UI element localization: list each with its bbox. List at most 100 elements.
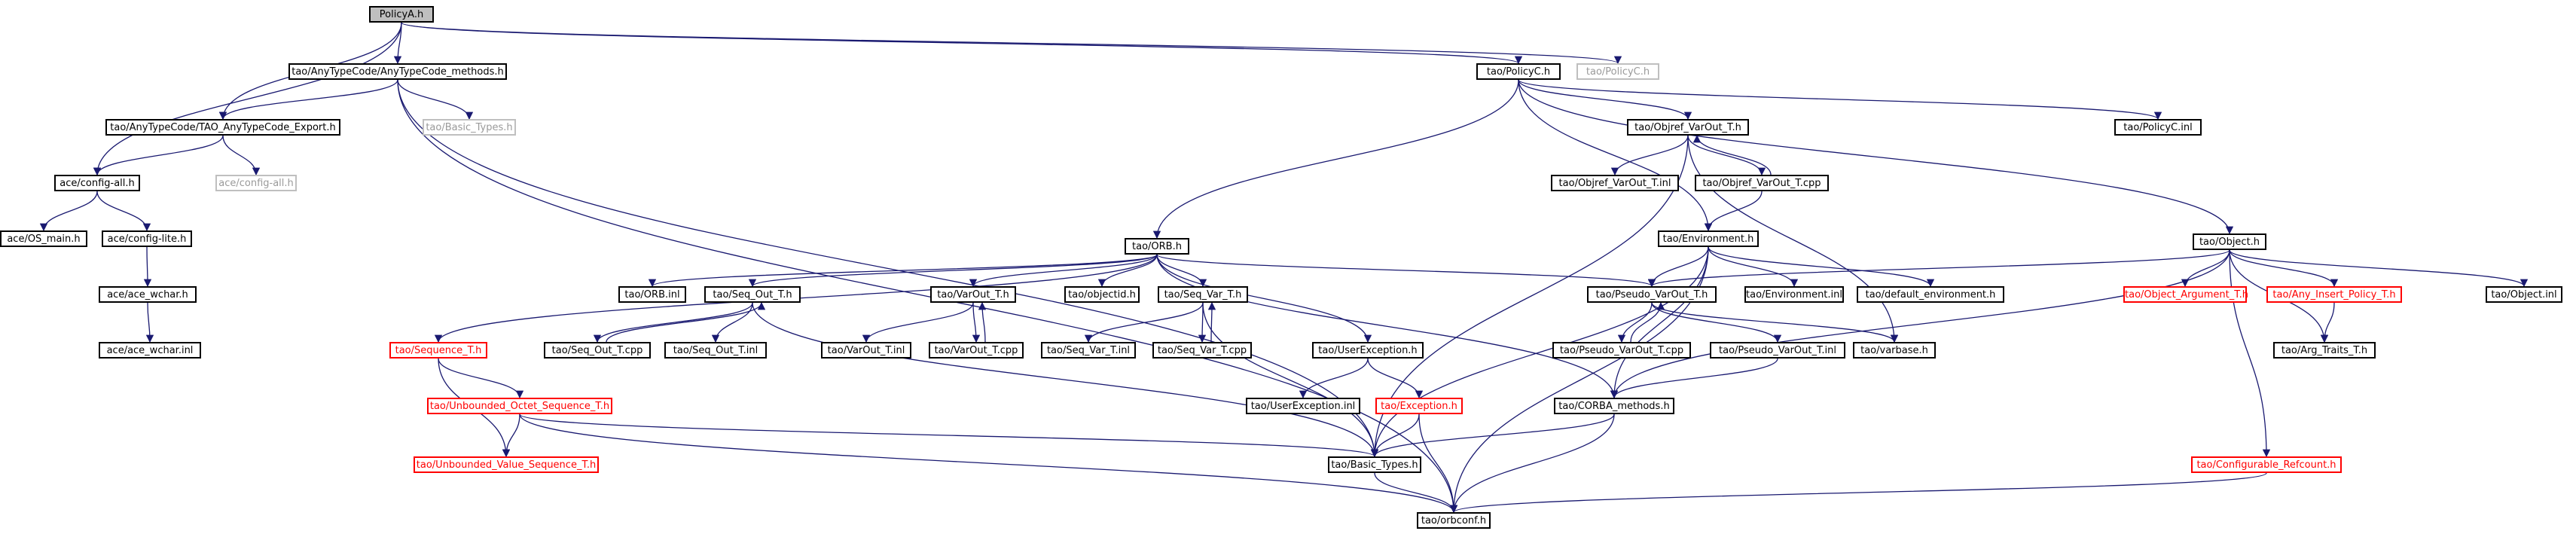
edge-objref_varout_cpp-to-environment — [1704, 191, 1763, 232]
node-objref-varout-t-cpp[interactable]: tao/Objref_VarOut_T.cpp — [1695, 175, 1829, 191]
node-seq-var-t-cpp[interactable]: tao/Seq_Var_T.cpp — [1152, 342, 1252, 359]
node-basic-types-h[interactable]: tao/Basic_Types.h — [1328, 456, 1421, 473]
edge-varout-to-varout_inl — [862, 302, 974, 343]
node-object-inl[interactable]: tao/Object.inl — [2486, 286, 2562, 303]
edge-objref_varout-to-basic_types — [1370, 135, 1689, 458]
node-environment-inl[interactable]: tao/Environment.inl — [1744, 286, 1844, 303]
edge-orb-to-pseudo_varout — [1156, 254, 1656, 288]
edge-seq_out-to-basic_types — [752, 302, 1379, 458]
edge-objref_varout-to-objref_varout_inl — [1610, 135, 1689, 176]
edge-pseudo_varout-to-pseudo_varout_cpp — [1617, 302, 1653, 343]
node-object-h[interactable]: tao/Object.h — [2193, 233, 2266, 250]
node-sequence-t-h[interactable]: tao/Sequence_T.h — [389, 342, 487, 359]
edge-orb-to-corba_methods — [1156, 254, 1619, 399]
edge-anytypecode_methods-to-basic_types_grey — [397, 79, 474, 121]
edge-seq_var_cpp-to-seq_var — [1207, 301, 1216, 343]
edge-objref_varout_cpp-to-objref_varout — [1692, 134, 1772, 175]
edge-tao_export-to-config_all — [93, 135, 224, 176]
edge-seq_out-to-seq_out_cpp — [593, 302, 753, 343]
edge-pseudo_varout-to-varbase — [1651, 302, 1899, 343]
edge-orb-to-seq_var — [1156, 254, 1207, 288]
node-varout-t-h[interactable]: tao/VarOut_T.h — [930, 286, 1016, 303]
edge-configurable_refcount-to-orbconf — [1450, 472, 2267, 514]
edge-object-to-corba_methods — [1610, 249, 2230, 399]
edge-anytypecode_methods-to-tao_export — [218, 79, 398, 121]
node-any-insert-policy-t-h[interactable]: tao/Any_Insert_Policy_T.h — [2266, 286, 2402, 303]
node-objref-varout-t-h[interactable]: tao/Objref_VarOut_T.h — [1627, 119, 1749, 136]
edge-orb-to-objectid — [1097, 254, 1158, 288]
node-seq-var-t-h[interactable]: tao/Seq_Var_T.h — [1158, 286, 1248, 303]
node-seq-out-t-cpp[interactable]: tao/Seq_Out_T.cpp — [544, 342, 651, 359]
node-seq-out-t-inl[interactable]: tao/Seq_Out_T.inl — [664, 342, 767, 359]
node-orb-h[interactable]: tao/ORB.h — [1125, 238, 1189, 255]
node-userexception-inl[interactable]: tao/UserException.inl — [1246, 398, 1360, 414]
edge-seq_var-to-seq_var_inl — [1084, 302, 1204, 343]
edge-environment-to-corba_methods — [1610, 246, 1709, 399]
edge-anytypecode_methods-to-basic_types — [397, 79, 1379, 458]
edge-config_all-to-config_lite — [96, 191, 151, 232]
node-policyc-inl[interactable]: tao/PolicyC.inl — [2114, 119, 2202, 136]
node-ace-wchar-inl[interactable]: ace/ace_wchar.inl — [99, 342, 201, 359]
edge-orb-to-varout — [969, 254, 1158, 288]
node-config-lite-h[interactable]: ace/config-lite.h — [102, 230, 192, 247]
edge-varout_cpp-to-varout — [978, 301, 987, 343]
edge-object-to-pseudo_varout — [1648, 249, 2230, 288]
node-config-all-h[interactable]: ace/config-all.h — [54, 175, 140, 191]
node-ace-wchar-h[interactable]: ace/ace_wchar.h — [99, 286, 197, 303]
node-varout-t-cpp[interactable]: tao/VarOut_T.cpp — [929, 342, 1024, 359]
edge-seq_var-to-basic_types — [1202, 302, 1379, 458]
node-tao-anytypecode-export-h[interactable]: tao/AnyTypeCode/TAO_AnyTypeCode_Export.h — [105, 119, 340, 136]
node-default-environment-h[interactable]: tao/default_environment.h — [1857, 286, 2004, 303]
edge-orb-to-userexception — [1156, 254, 1372, 343]
edge-policyc-to-policyc_inl — [1518, 79, 2162, 121]
edge-policyc-to-environment — [1518, 79, 1713, 232]
edge-pseudo_varout_inl-to-corba_methods — [1610, 358, 1778, 399]
edge-corba_methods-to-basic_types — [1370, 413, 1615, 458]
node-objref-varout-t-inl[interactable]: tao/Objref_VarOut_T.inl — [1551, 175, 1679, 191]
edge-environment-to-environment_inl — [1708, 246, 1799, 288]
edge-seq_out_cpp-to-seq_out — [606, 301, 766, 343]
node-seq-out-t-h[interactable]: tao/Seq_Out_T.h — [704, 286, 801, 303]
node-unbounded-octet-sequence-t-h[interactable]: tao/Unbounded_Octet_Sequence_T.h — [427, 398, 612, 414]
node-exception-h[interactable]: tao/Exception.h — [1375, 398, 1463, 414]
edge-orb-to-seq_out — [749, 254, 1158, 288]
edge-any_insert-to-arg_traits — [2320, 302, 2335, 343]
edge-policyc-to-objref_varout — [1518, 79, 1692, 121]
edge-environment-to-default_environment — [1708, 246, 1935, 288]
node-userexception-h[interactable]: tao/UserException.h — [1312, 342, 1424, 359]
node-seq-var-t-inl[interactable]: tao/Seq_Var_T.inl — [1041, 342, 1136, 359]
node-configurable-refcount-h[interactable]: tao/Configurable_Refcount.h — [2191, 456, 2342, 473]
node-orb-inl[interactable]: tao/ORB.inl — [618, 286, 686, 303]
node-varout-t-inl[interactable]: tao/VarOut_T.inl — [821, 342, 911, 359]
edge-object-to-any_insert — [2229, 249, 2339, 288]
node-os-main-h[interactable]: ace/OS_main.h — [0, 230, 87, 247]
edge-userexception-to-exception — [1367, 358, 1424, 399]
edge-exception-to-basic_types — [1370, 413, 1420, 458]
node-varbase-h[interactable]: tao/varbase.h — [1853, 342, 1936, 359]
edge-varout-to-varout_cpp — [972, 302, 981, 343]
node-environment-h[interactable]: tao/Environment.h — [1658, 230, 1759, 247]
node-object-argument-t-h[interactable]: tao/Object_Argument_T.h — [2123, 286, 2248, 303]
edge-unbounded_octet-to-orbconf — [519, 413, 1458, 514]
edge-policyc-to-object — [1518, 79, 2234, 235]
edge-unbounded_octet-to-unbounded_value — [502, 413, 520, 458]
node-policya-h: PolicyA.h — [369, 6, 434, 23]
node-arg-traits-t-h[interactable]: tao/Arg_Traits_T.h — [2273, 342, 2376, 359]
node-corba-methods-h[interactable]: tao/CORBA_methods.h — [1554, 398, 1674, 414]
node-policyc-h-unresolved: tao/PolicyC.h — [1576, 63, 1659, 80]
edge-corba_methods-to-orbconf — [1449, 413, 1615, 514]
node-orbconf-h[interactable]: tao/orbconf.h — [1417, 512, 1491, 529]
node-pseudo-varout-t-cpp[interactable]: tao/Pseudo_VarOut_T.cpp — [1552, 342, 1691, 359]
edge-policya-to-policyc_h_plain — [401, 22, 1622, 65]
node-pseudo-varout-t-inl[interactable]: tao/Pseudo_VarOut_T.inl — [1710, 342, 1845, 359]
node-anytypecode-methods-h[interactable]: tao/AnyTypeCode/AnyTypeCode_methods.h — [288, 63, 507, 80]
node-unbounded-value-sequence-t-h[interactable]: tao/Unbounded_Value_Sequence_T.h — [414, 456, 599, 473]
node-pseudo-varout-t-h[interactable]: tao/Pseudo_VarOut_T.h — [1587, 286, 1717, 303]
edge-objref_varout-to-varbase — [1687, 135, 1899, 343]
node-basic-types-h-unresolved: tao/Basic_Types.h — [423, 119, 516, 136]
node-objectid-h[interactable]: tao/objectid.h — [1064, 286, 1140, 303]
edge-object-to-configurable_refcount — [2229, 249, 2271, 458]
node-policyc-h[interactable]: tao/PolicyC.h — [1476, 63, 1561, 80]
edge-policya-to-config_all — [93, 22, 402, 176]
